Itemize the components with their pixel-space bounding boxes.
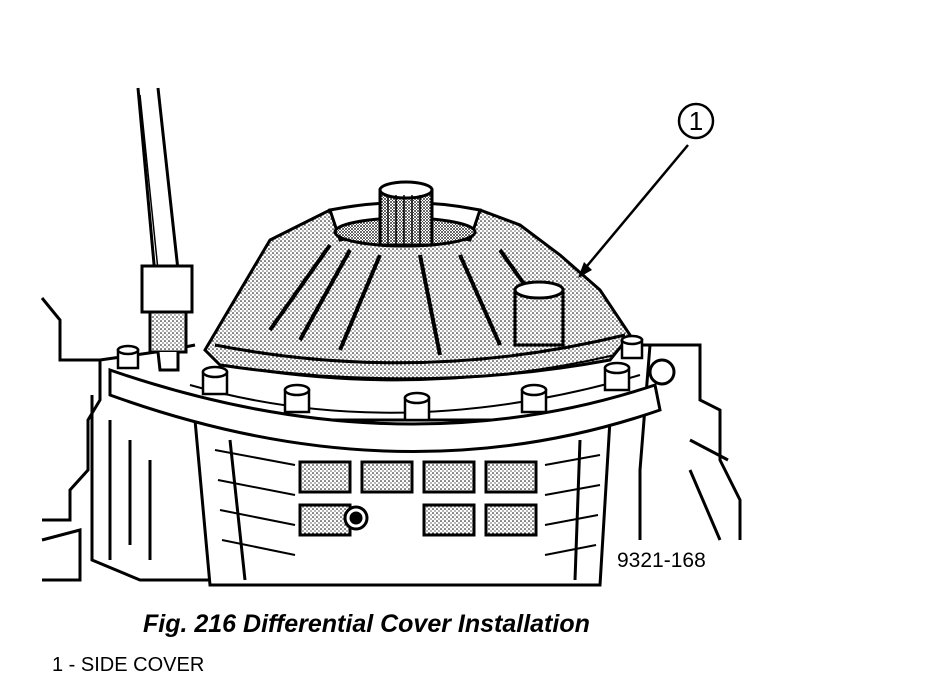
callout-arrowhead — [578, 262, 592, 278]
drawing-id: 9321-168 — [617, 549, 706, 572]
callout-leader-line — [581, 144, 689, 273]
side-cover — [203, 180, 632, 382]
callout-bubble — [677, 102, 715, 140]
output-shaft-spline — [378, 180, 434, 247]
right-bracket — [638, 343, 742, 541]
vent-boss — [513, 280, 565, 347]
cover-bolts — [116, 334, 644, 422]
shift-rod — [136, 87, 194, 372]
legend: 1 - SIDE COVER — [52, 654, 204, 677]
figure-caption: Fig. 216 Differential Cover Installation — [143, 610, 590, 638]
callout-number: 1 — [689, 106, 703, 136]
differential-cover-illustration: 1 9321-168 — [40, 87, 742, 587]
transmission-case — [193, 418, 612, 587]
legend-item: 1 - SIDE COVER — [52, 654, 205, 676]
callout-1: 1 — [578, 102, 715, 278]
